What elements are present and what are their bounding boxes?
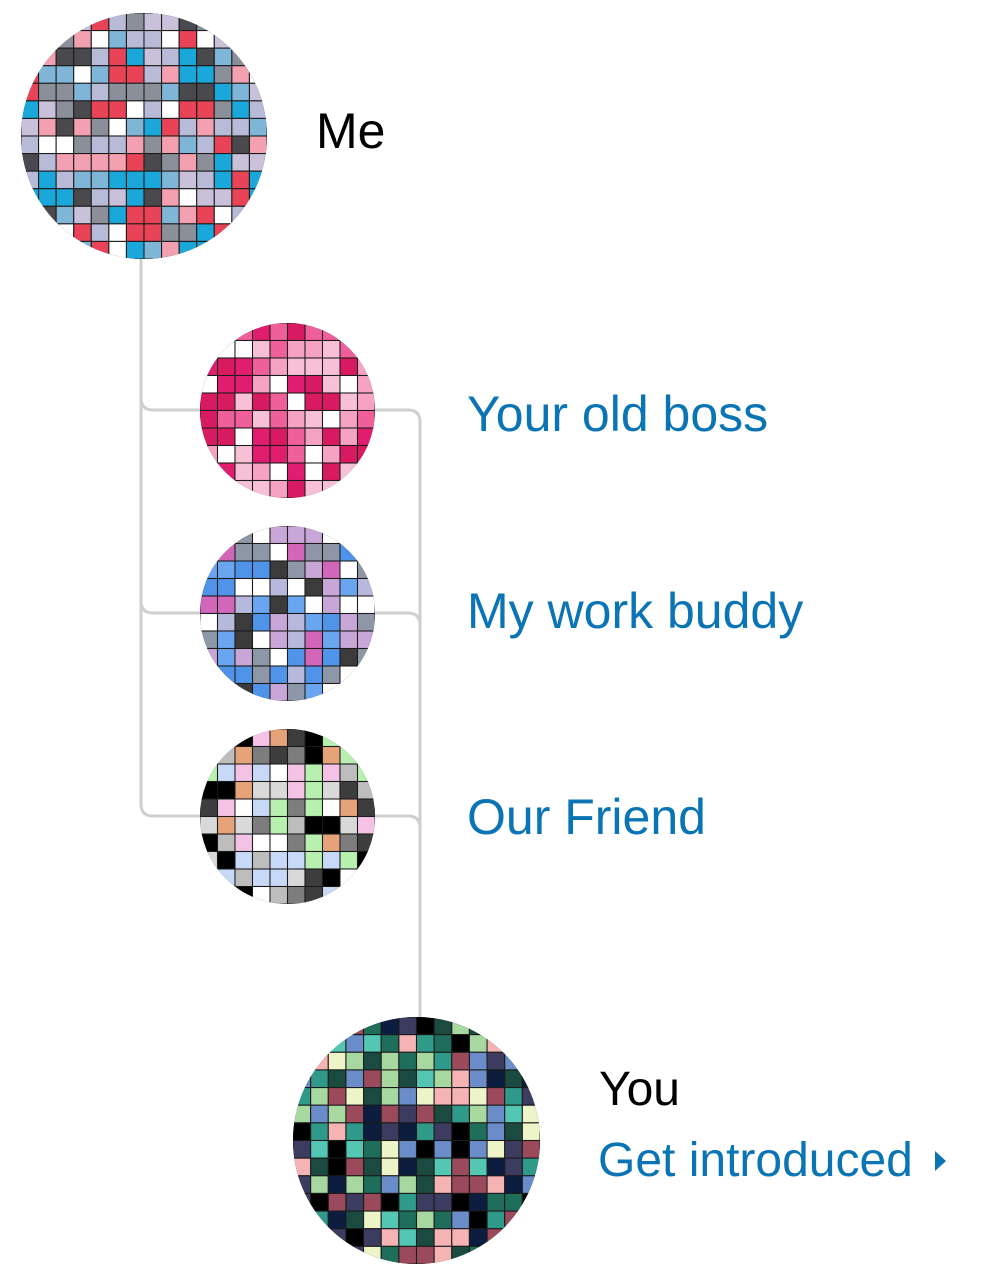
connector-me-to-friend	[139, 601, 200, 818]
mosaic-image	[21, 13, 267, 259]
you-name: You	[599, 1063, 680, 1116]
our-friend-avatar[interactable]	[200, 729, 375, 904]
work-buddy-avatar[interactable]	[200, 526, 375, 701]
mosaic-image	[293, 1017, 540, 1264]
mosaic-image	[200, 729, 375, 904]
mosaic-image	[200, 526, 375, 701]
connector-me-to-boss	[139, 258, 200, 412]
get-introduced-label: Get introduced	[598, 1134, 913, 1187]
connector-me-to-buddy	[139, 398, 200, 615]
old-boss-link[interactable]: Your old boss	[467, 386, 769, 442]
our-friend-link[interactable]: Our Friend	[467, 789, 706, 845]
me-name: Me	[316, 103, 386, 159]
connector-friend-to-you	[375, 814, 422, 829]
connector-boss-to-you	[375, 408, 422, 1020]
get-introduced-link[interactable]: Get introduced	[598, 1137, 946, 1185]
connector-buddy-to-you	[375, 611, 422, 626]
you-avatar	[293, 1017, 540, 1264]
old-boss-avatar[interactable]	[200, 323, 375, 498]
me-avatar	[21, 13, 267, 259]
mosaic-image	[200, 323, 375, 498]
work-buddy-link[interactable]: My work buddy	[467, 583, 804, 639]
chevron-right-icon	[934, 1151, 946, 1171]
